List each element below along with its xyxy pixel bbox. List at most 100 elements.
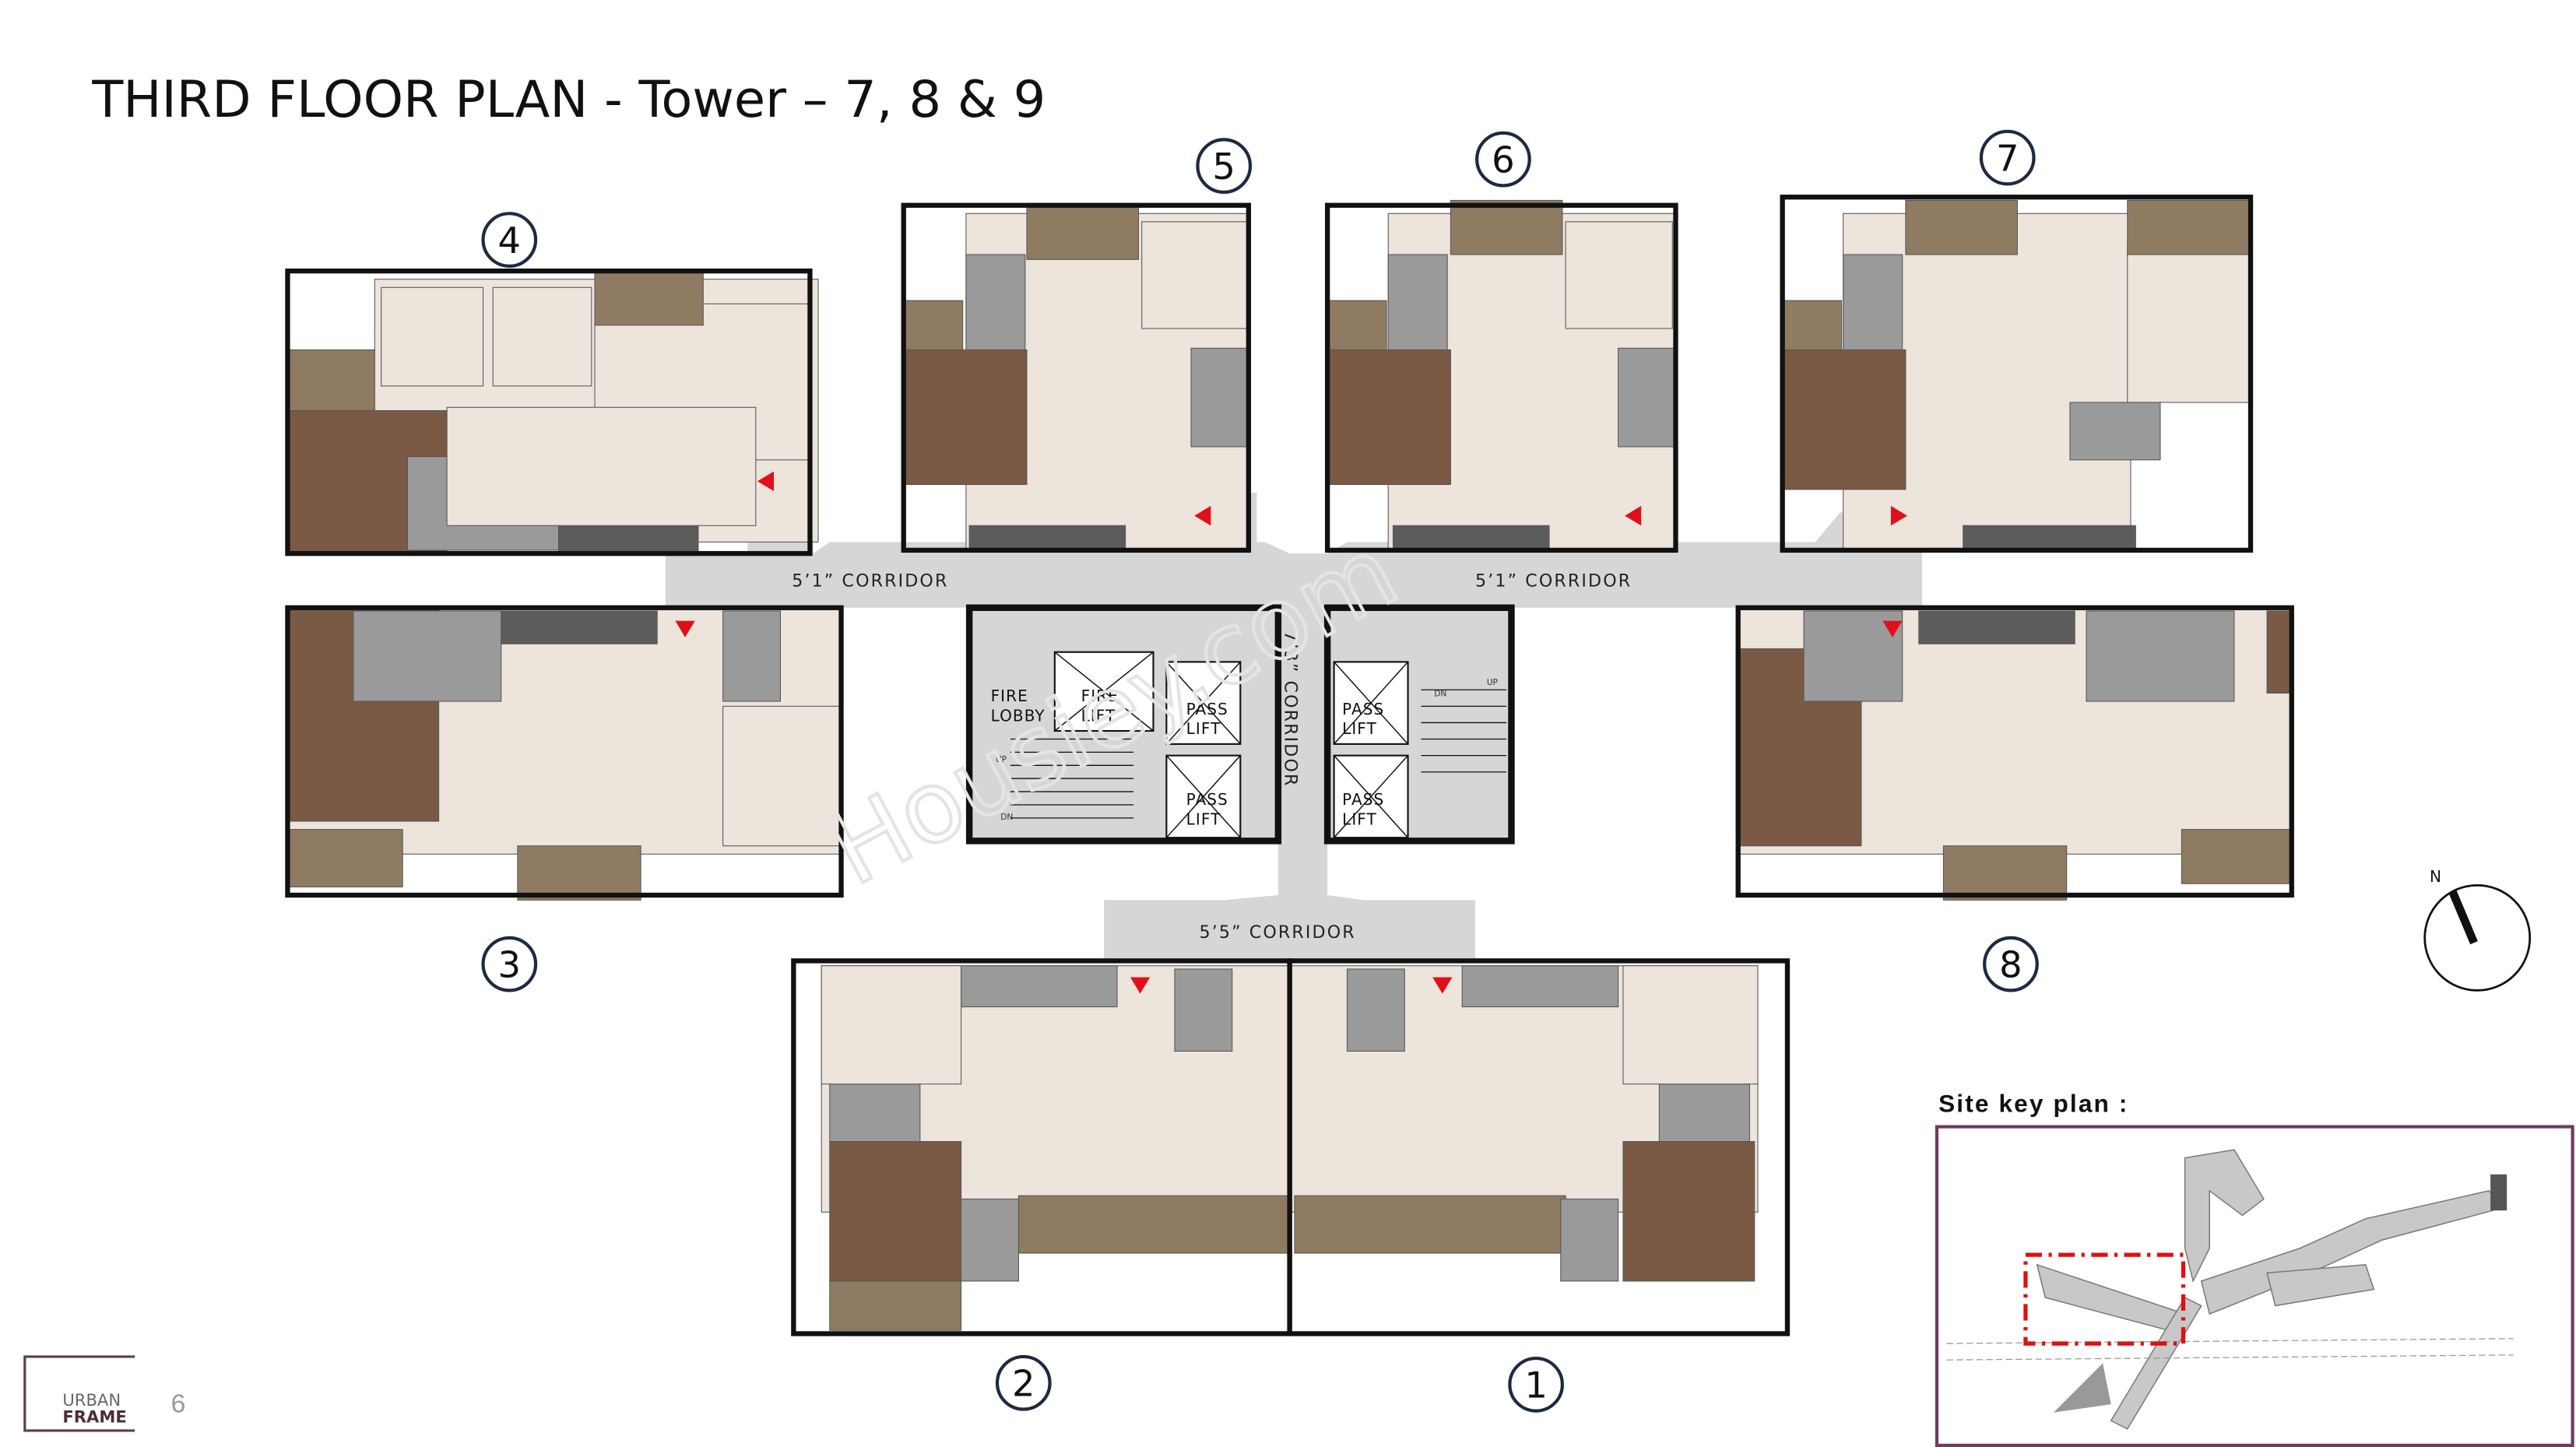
wet-area [1843, 254, 1903, 350]
corridor-vertical-label: 7’3” CORRIDOR [1280, 630, 1300, 787]
entry-arrow-icon [1882, 620, 1903, 637]
balcony [2181, 829, 2293, 884]
lift-stair-core [965, 604, 1515, 845]
unit-number: 5 [1212, 146, 1235, 188]
pass-lift-label: PASS [1186, 700, 1228, 718]
pass-lift-label: PASS [1186, 790, 1228, 809]
floor-room [1622, 965, 1759, 1085]
balcony [829, 1280, 962, 1331]
kitchen-counter [558, 525, 699, 554]
unit-5 [901, 202, 1252, 553]
unit-number-badge: 6 [1475, 131, 1531, 188]
site-key-plan-highlight [2023, 1252, 2186, 1346]
unit-number: 3 [498, 944, 522, 986]
unit-number-badge: 3 [481, 936, 538, 992]
unit-number: 2 [1012, 1363, 1035, 1405]
unit-outer-wall [1735, 605, 2294, 898]
floor-room [821, 965, 962, 1085]
kitchen-counter [501, 610, 658, 644]
core-labels: FIRE LOBBY FIRE LIFT PASS LIFT PASS LIFT… [792, 571, 1632, 943]
logo-line-2: FRAME [62, 1407, 126, 1426]
balcony [286, 349, 375, 412]
corridor-bottom-label: 5’5” CORRIDOR [1200, 922, 1356, 943]
wet-area [961, 1198, 1019, 1282]
unit-outer-wall [791, 958, 1292, 1336]
unit-outer-wall [285, 269, 813, 557]
logo-line-1: URBAN [62, 1390, 121, 1410]
pass-lift-label: LIFT [1342, 719, 1377, 738]
balcony [1782, 300, 1843, 350]
pass-lift-label: PASS [1342, 790, 1384, 809]
stair-down-label: DN [1434, 690, 1446, 699]
wet-area [1174, 968, 1233, 1052]
urban-frame-logo: URBAN FRAME [23, 1355, 135, 1432]
wet-area [1387, 254, 1448, 350]
unit-number: 8 [1999, 944, 2022, 986]
site-key-plan-label: Site key plan : [1938, 1090, 2128, 1118]
unit-3 [285, 605, 844, 901]
balcony [594, 270, 704, 326]
entry-arrow-icon [1130, 977, 1151, 994]
unit-outer-wall [901, 202, 1252, 553]
page-number: 6 [171, 1389, 186, 1419]
unit-outer-wall [1324, 202, 1678, 553]
fire-lift-label-2: LIFT [1081, 706, 1116, 725]
entry-markers [675, 471, 1908, 994]
badge-circle [995, 1354, 1052, 1411]
balcony [1294, 1195, 1566, 1254]
balcony [1450, 199, 1563, 255]
page-title: THIRD FLOOR PLAN - Tower – 7, 8 & 9 [91, 70, 1046, 129]
unit-number: 6 [1492, 139, 1515, 181]
wet-area [1618, 347, 1677, 448]
pass-lift-label: PASS [1342, 700, 1384, 718]
unit-number-badge: 1 [1508, 1356, 1564, 1413]
wet-area [353, 610, 502, 702]
compass: N [2423, 867, 2532, 992]
stair-up-label: UP [996, 755, 1007, 764]
unit-6 [1324, 199, 1678, 553]
badge-circle [1475, 131, 1531, 188]
balcony [1327, 300, 1387, 350]
floor-room [446, 406, 757, 526]
unit-7 [1780, 195, 2254, 553]
badge-circle [1983, 936, 2039, 992]
wet-area [722, 610, 782, 702]
unit-outer-wall [1780, 195, 2254, 553]
north-arrow-icon [2448, 890, 2478, 945]
entry-arrow-icon [1625, 505, 1642, 526]
stair-down-label: DN [1000, 813, 1013, 822]
corridor-right-label: 5’1” CORRIDOR [1475, 571, 1632, 591]
unit-number-badge: 4 [481, 212, 538, 268]
bedroom [1327, 349, 1451, 486]
bedroom [1782, 349, 1907, 490]
unit-number-badge: 5 [1196, 138, 1253, 194]
entry-arrow-icon [757, 471, 775, 491]
balcony [1026, 205, 1140, 260]
badge-circle [481, 936, 538, 992]
wet-area [961, 965, 1118, 1008]
unit-number-badge: 2 [995, 1354, 1052, 1411]
pass-lift-label: LIFT [1186, 719, 1221, 738]
kitchen-counter [968, 525, 1126, 551]
floor-room [1141, 221, 1249, 329]
corridor-left-label: 5’1” CORRIDOR [792, 571, 948, 591]
floor-room [1565, 221, 1673, 329]
balcony [903, 300, 964, 350]
wet-area [965, 254, 1026, 350]
balcony [1017, 1195, 1291, 1254]
wet-area [1346, 968, 1405, 1052]
badge-circle [1196, 138, 1253, 194]
unit-2 [791, 958, 1292, 1336]
unit-number-badge: 8 [1983, 936, 2039, 992]
kitchen-counter [1963, 525, 2136, 551]
fire-lobby-label: FIRE [991, 687, 1028, 705]
apartment-units [285, 195, 2294, 1336]
entry-arrow-icon [1194, 505, 1211, 526]
balcony [1905, 199, 2018, 255]
badge-circle [1979, 129, 2036, 186]
balcony [517, 845, 641, 901]
unit-4 [285, 269, 819, 557]
balcony [2127, 199, 2251, 255]
